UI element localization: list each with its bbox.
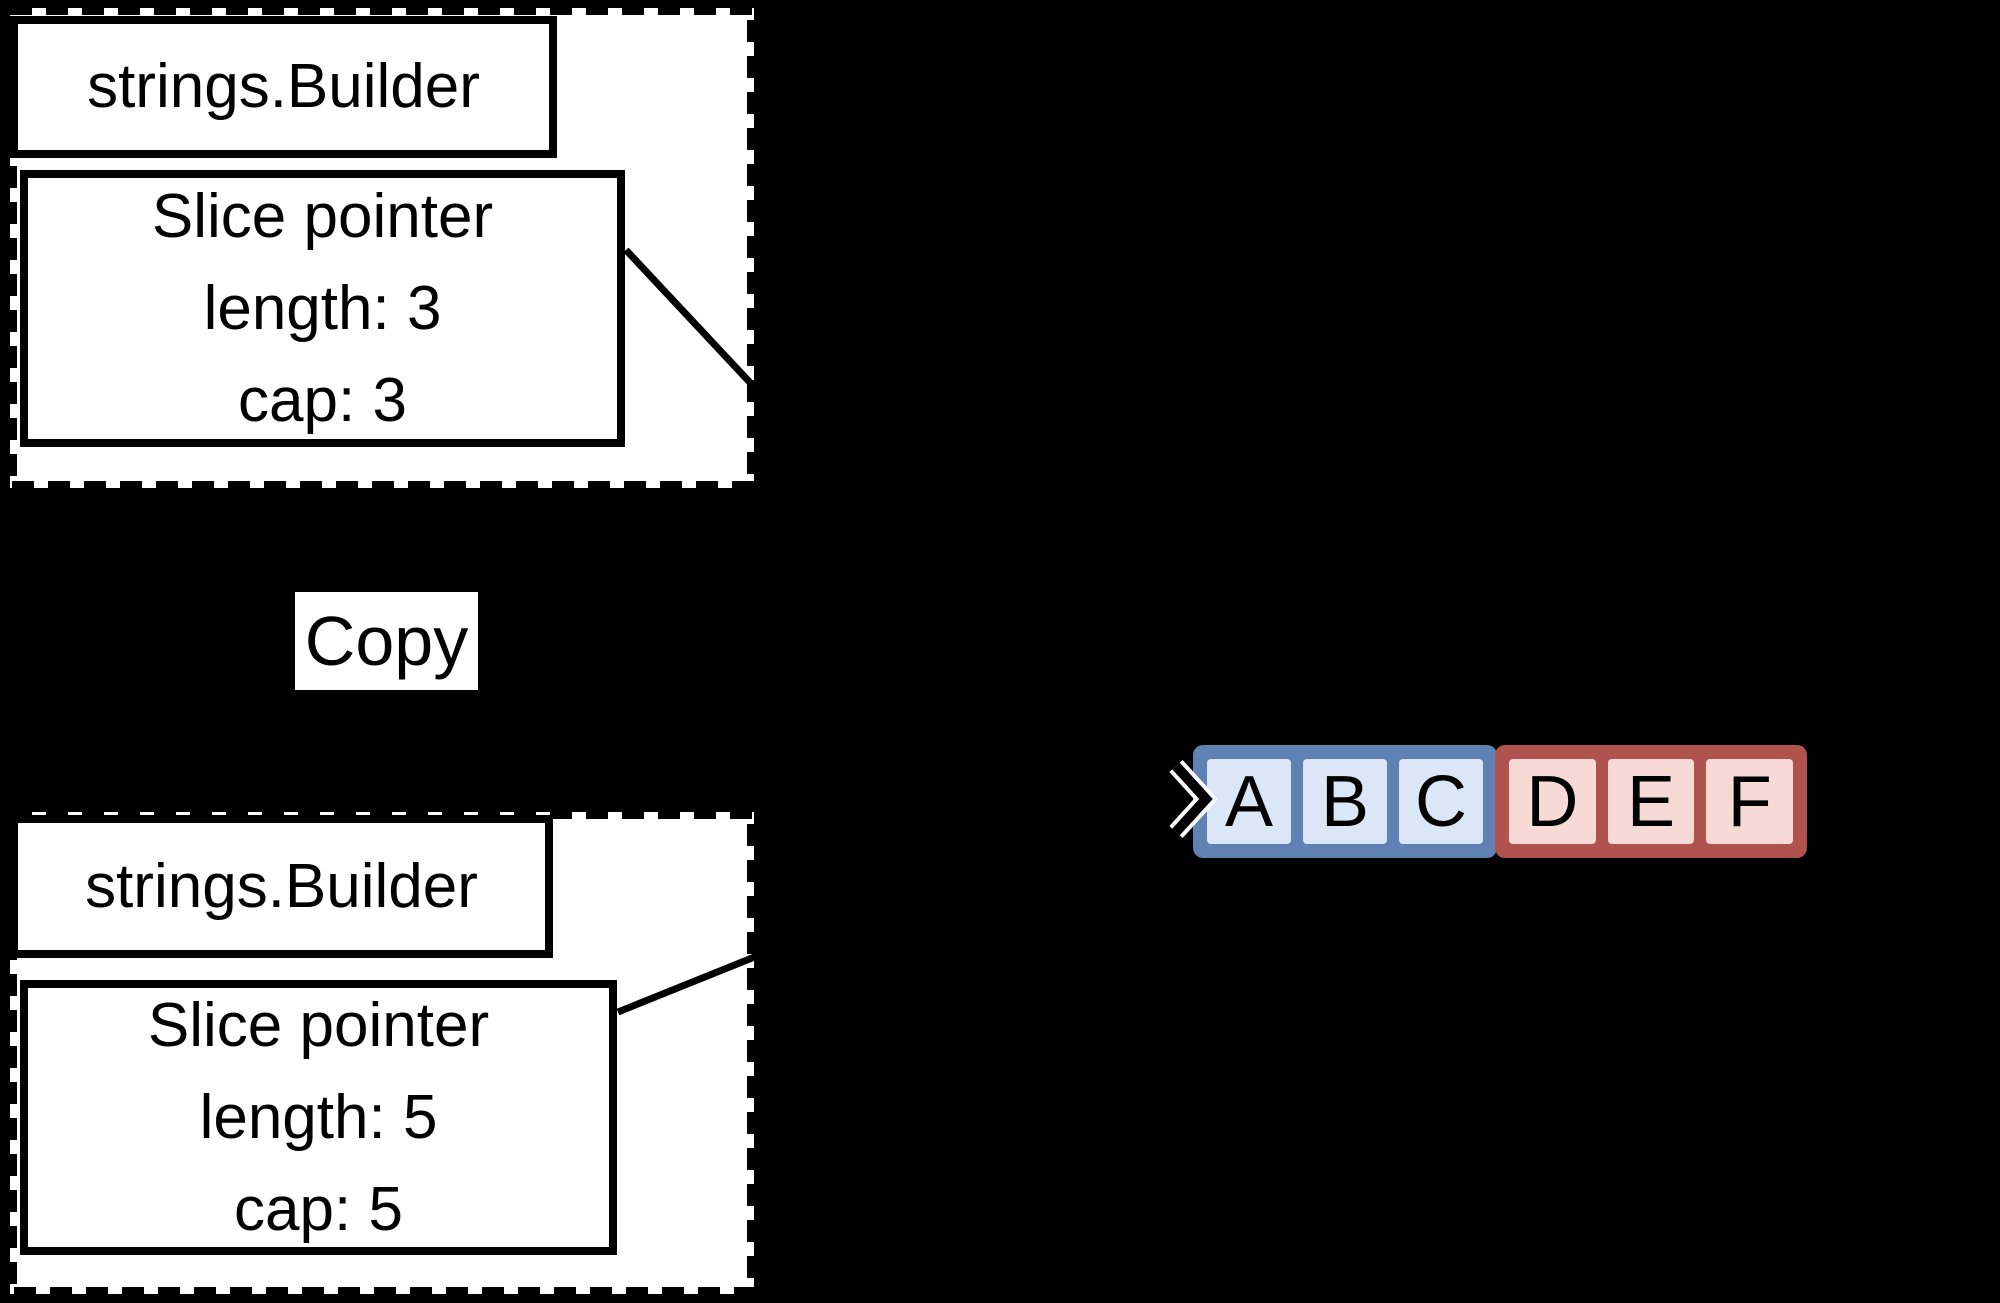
array-cell: D	[1509, 759, 1596, 844]
array-cell: B	[1303, 759, 1387, 844]
strings-builder-title-box-top: strings.Builder	[10, 16, 557, 158]
strings-builder-label-top: strings.Builder	[87, 52, 480, 121]
slice-length-line: length: 3	[203, 273, 442, 343]
slice-pointer-line: Slice pointer	[147, 990, 490, 1060]
strings-builder-label-bottom: strings.Builder	[85, 851, 478, 921]
slice-cap-line: cap: 5	[234, 1174, 403, 1244]
bottom-pointer-connector-line	[616, 952, 759, 1016]
slice-cap-line: cap: 3	[238, 365, 407, 435]
array-cell: C	[1399, 759, 1483, 844]
array-cell: F	[1706, 759, 1794, 844]
array-cell: A	[1207, 759, 1291, 844]
slice-pointer-box-top: Slice pointer length: 3 cap: 3	[20, 170, 625, 447]
copy-label: Copy	[295, 592, 478, 690]
slice-pointer-line: Slice pointer	[151, 181, 494, 251]
top-pointer-connector-line	[623, 247, 760, 393]
array-group-red: D E F	[1495, 745, 1807, 858]
slice-pointer-box-bottom: Slice pointer length: 5 cap: 5	[20, 980, 617, 1255]
array-group-blue: A B C	[1193, 745, 1497, 858]
byte-array-row: A B C D E F	[1193, 745, 1807, 858]
array-cell: E	[1607, 759, 1695, 844]
strings-builder-title-box-bottom: strings.Builder	[10, 815, 553, 958]
slice-length-line: length: 5	[199, 1082, 438, 1152]
